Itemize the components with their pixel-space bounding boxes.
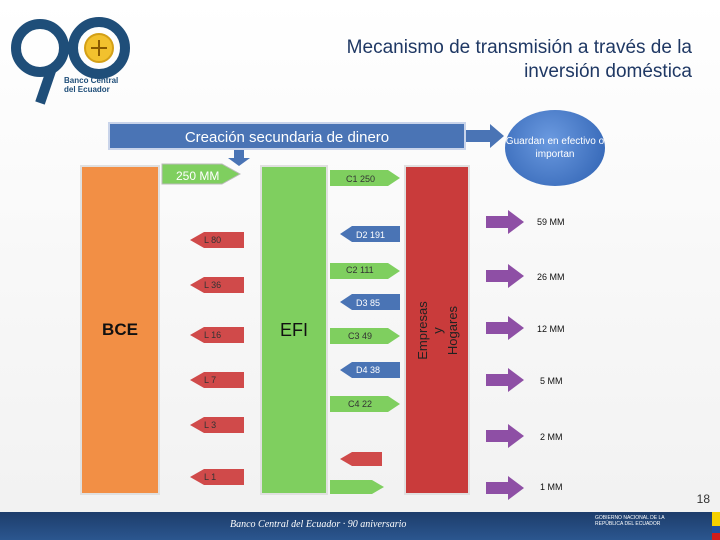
arrow-250mm (161, 163, 242, 185)
arrow-loan-3 (190, 327, 244, 343)
flag-icon (712, 512, 720, 540)
arrow-c2 (330, 263, 400, 279)
arrow-loan-4 (190, 372, 244, 388)
banner-creacion-secundaria: Creación secundaria de dinero (108, 122, 466, 150)
output-label-5: 2 MM (540, 432, 563, 442)
arrow-out-26 (486, 264, 524, 288)
logo-text-1: Banco Central (64, 76, 119, 85)
title-line-2: inversión doméstica (524, 61, 692, 82)
circle-guardan-efectivo: Guardan en efectivo o importan (505, 110, 605, 186)
block-efi: EFI (260, 165, 328, 495)
title-line-1: Mecanismo de transmisión a través de la (346, 37, 692, 58)
loan-label-4: L 7 (204, 375, 217, 385)
arrow-to-circle (466, 124, 504, 148)
output-label-2: 26 MM (537, 272, 565, 282)
label-c3: C3 49 (348, 331, 373, 341)
arrow-out-12 (486, 316, 524, 340)
output-label-4: 5 MM (540, 376, 563, 386)
logo-90-icon (6, 8, 136, 108)
footer-bar (0, 512, 720, 540)
output-label-6: 1 MM (540, 482, 563, 492)
arrow-loan-5 (190, 417, 244, 433)
block-bce: BCE (80, 165, 160, 495)
output-label-1: 59 MM (537, 217, 565, 227)
label-250mm: 250 MM (176, 169, 220, 183)
loan-label-3: L 16 (204, 330, 222, 340)
arrow-loan-2 (190, 277, 244, 293)
footer-text: Banco Central del Ecuador · 90 aniversar… (230, 519, 407, 530)
output-label-3: 12 MM (537, 324, 565, 334)
loan-label-1: L 80 (204, 235, 222, 245)
label-d4: D4 38 (356, 365, 381, 375)
footer-gov-text: GOBIERNO NACIONAL DE LA REPÚBLICA DEL EC… (595, 515, 665, 527)
bce-label: BCE (102, 320, 138, 339)
label-c1: C1 250 (346, 174, 376, 184)
block-empresas-hogares (404, 165, 470, 495)
efi-label: EFI (279, 319, 308, 340)
arrow-c4 (330, 396, 400, 412)
loan-label-2: L 36 (204, 280, 222, 290)
arrow-out-59 (486, 210, 524, 234)
arrow-d2 (340, 226, 400, 242)
arrow-loan-1 (190, 232, 244, 248)
arrow-c3 (330, 328, 400, 344)
arrow-bottom-green (330, 480, 384, 494)
arrow-d4 (340, 362, 400, 378)
logo-caption: Banco Central del Ecuador (64, 76, 118, 94)
label-d3: D3 85 (356, 298, 381, 308)
arrow-c1 (330, 170, 400, 186)
label-c2: C2 111 (346, 265, 374, 275)
arrow-banner-down (228, 150, 250, 166)
arrow-loan-6 (190, 469, 244, 485)
arrow-out-1 (486, 476, 524, 500)
label-d2: D2 191 (356, 230, 386, 240)
page-number: 18 (696, 492, 710, 506)
logo-text-2: del Ecuador (64, 85, 110, 94)
loan-label-6: L 1 (204, 472, 217, 482)
page-title: Mecanismo de transmisión a través de la … (272, 36, 692, 84)
arrow-out-5 (486, 368, 524, 392)
arrow-out-2 (486, 424, 524, 448)
arrow-bottom-red (340, 452, 382, 466)
arrow-d3 (340, 294, 400, 310)
circle-text: Guardan en efectivo o importan (505, 136, 605, 160)
loan-label-5: L 3 (204, 420, 217, 430)
label-c4: C4 22 (348, 399, 373, 409)
